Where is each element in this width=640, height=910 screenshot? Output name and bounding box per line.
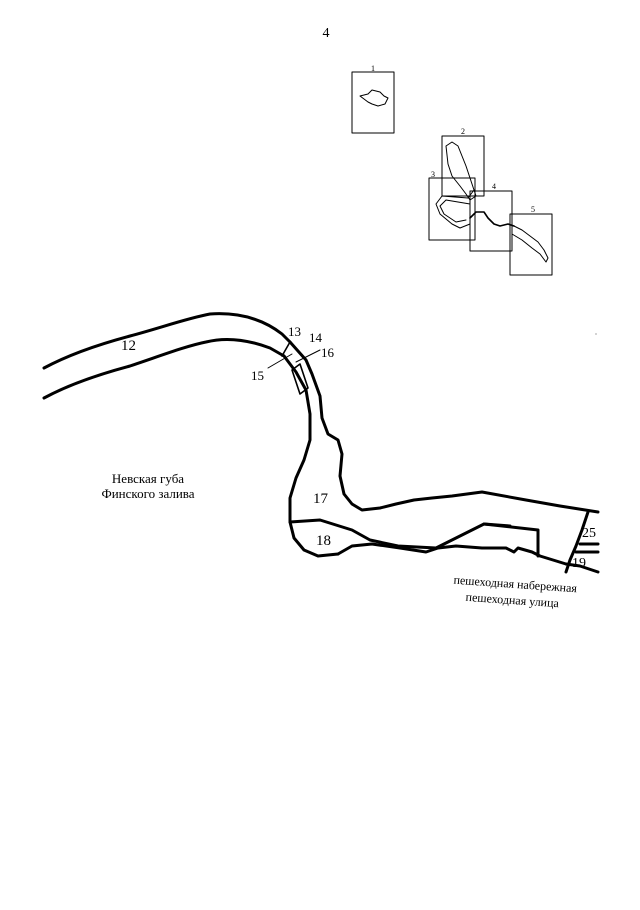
key-sheet-1-label: 1 — [371, 64, 375, 73]
key-map-outline-west — [435, 189, 475, 229]
parcel-label-12: 12 — [121, 338, 136, 354]
parcel-17-18-divider — [288, 518, 438, 550]
water-body-name-line2: Финского залива — [101, 486, 194, 501]
water-body-name-line1: Невская губа — [112, 471, 184, 486]
parcel-inner-block — [434, 522, 540, 558]
leader-line-15 — [267, 353, 293, 369]
key-sheet-4-label: 4 — [492, 182, 496, 191]
parcel-label-16: 16 — [321, 345, 335, 360]
key-map-river — [445, 141, 477, 201]
key-sheet-2-label: 2 — [461, 127, 465, 136]
parcel-label-18: 18 — [316, 533, 331, 549]
parcel-17-west-edge — [282, 354, 340, 558]
key-sheet-5: 5 — [509, 205, 553, 276]
parcel-label-17: 17 — [313, 491, 329, 507]
key-sheet-2: 2 — [441, 127, 485, 197]
key-sheet-3-label: 3 — [431, 170, 435, 179]
caption-pedestrian-street: пешеходная улица — [465, 590, 560, 611]
key-map-outline-center — [469, 211, 515, 227]
key-sheet-4-current: 4 — [469, 182, 513, 252]
scan-speck — [595, 333, 597, 335]
parcel-12-outline-upper — [42, 312, 292, 370]
parcel-label-14: 14 — [309, 330, 323, 345]
key-map: 1 2 3 4 5 — [351, 64, 553, 276]
parcel-label-19: 19 — [572, 556, 586, 571]
key-map-outline-east — [511, 225, 549, 263]
key-sheet-3: 3 — [428, 170, 476, 241]
parcel-label-13: 13 — [288, 324, 301, 339]
parcel-17-outline — [288, 340, 600, 514]
key-map-outline-west-inner — [439, 199, 471, 223]
parcel-18-outline — [336, 542, 568, 566]
page-number: 4 — [323, 26, 330, 41]
key-sheet-5-label: 5 — [531, 205, 535, 214]
parcel-label-15: 15 — [251, 368, 264, 383]
key-sheet-1: 1 — [351, 64, 395, 134]
parcel-13-14-divider — [281, 341, 291, 357]
parcel-12-outline-lower — [42, 338, 286, 400]
parcel-label-25: 25 — [582, 526, 596, 541]
parcel-inner-block-top — [482, 522, 512, 528]
parcel-19-outline — [564, 562, 600, 574]
parcel-16-box — [291, 363, 309, 395]
leader-line-16 — [295, 349, 321, 363]
main-map: 12 13 14 15 16 17 18 19 25 Невская губа … — [42, 312, 600, 611]
